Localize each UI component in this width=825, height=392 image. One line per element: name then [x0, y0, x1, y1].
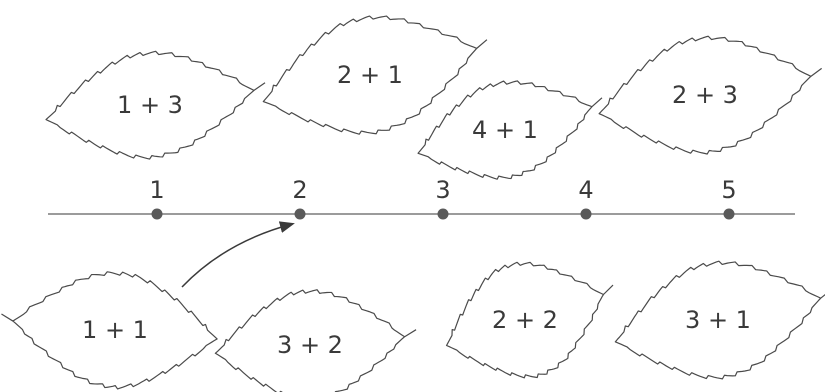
number-line-dot	[724, 209, 735, 220]
leaf-expression: 2 + 2	[492, 306, 558, 334]
leaf-card: 1 + 3	[39, 36, 274, 173]
leaf-card: 2 + 3	[589, 17, 825, 171]
number-line-dot	[152, 209, 163, 220]
leaf-expression: 3 + 2	[277, 331, 343, 359]
leaf-card: 2 + 2	[429, 235, 633, 392]
leaf-expression: 1 + 3	[117, 91, 183, 119]
number-line-label: 3	[435, 176, 450, 204]
number-line-label: 5	[721, 176, 736, 204]
example-arrow	[182, 224, 292, 287]
number-line-dot	[438, 209, 449, 220]
leaf-card: 3 + 2	[211, 281, 422, 392]
number-line-label: 4	[578, 176, 593, 204]
leaf-expression: 2 + 1	[337, 61, 403, 89]
leaf-expression: 3 + 1	[685, 306, 751, 334]
leaf-card: 3 + 1	[603, 239, 825, 392]
leaf-expression: 4 + 1	[472, 116, 538, 144]
number-line-label: 2	[292, 176, 307, 204]
number-line-label: 1	[149, 176, 164, 204]
leaf-expression: 1 + 1	[82, 316, 148, 344]
leaf-card: 1 + 1	[0, 262, 222, 392]
number-line-dot	[581, 209, 592, 220]
leaf-expression: 2 + 3	[672, 81, 738, 109]
number-line-dot	[295, 209, 306, 220]
example-arrow-layer	[182, 224, 292, 287]
number-line: 1 2 3 4 5	[48, 176, 795, 220]
